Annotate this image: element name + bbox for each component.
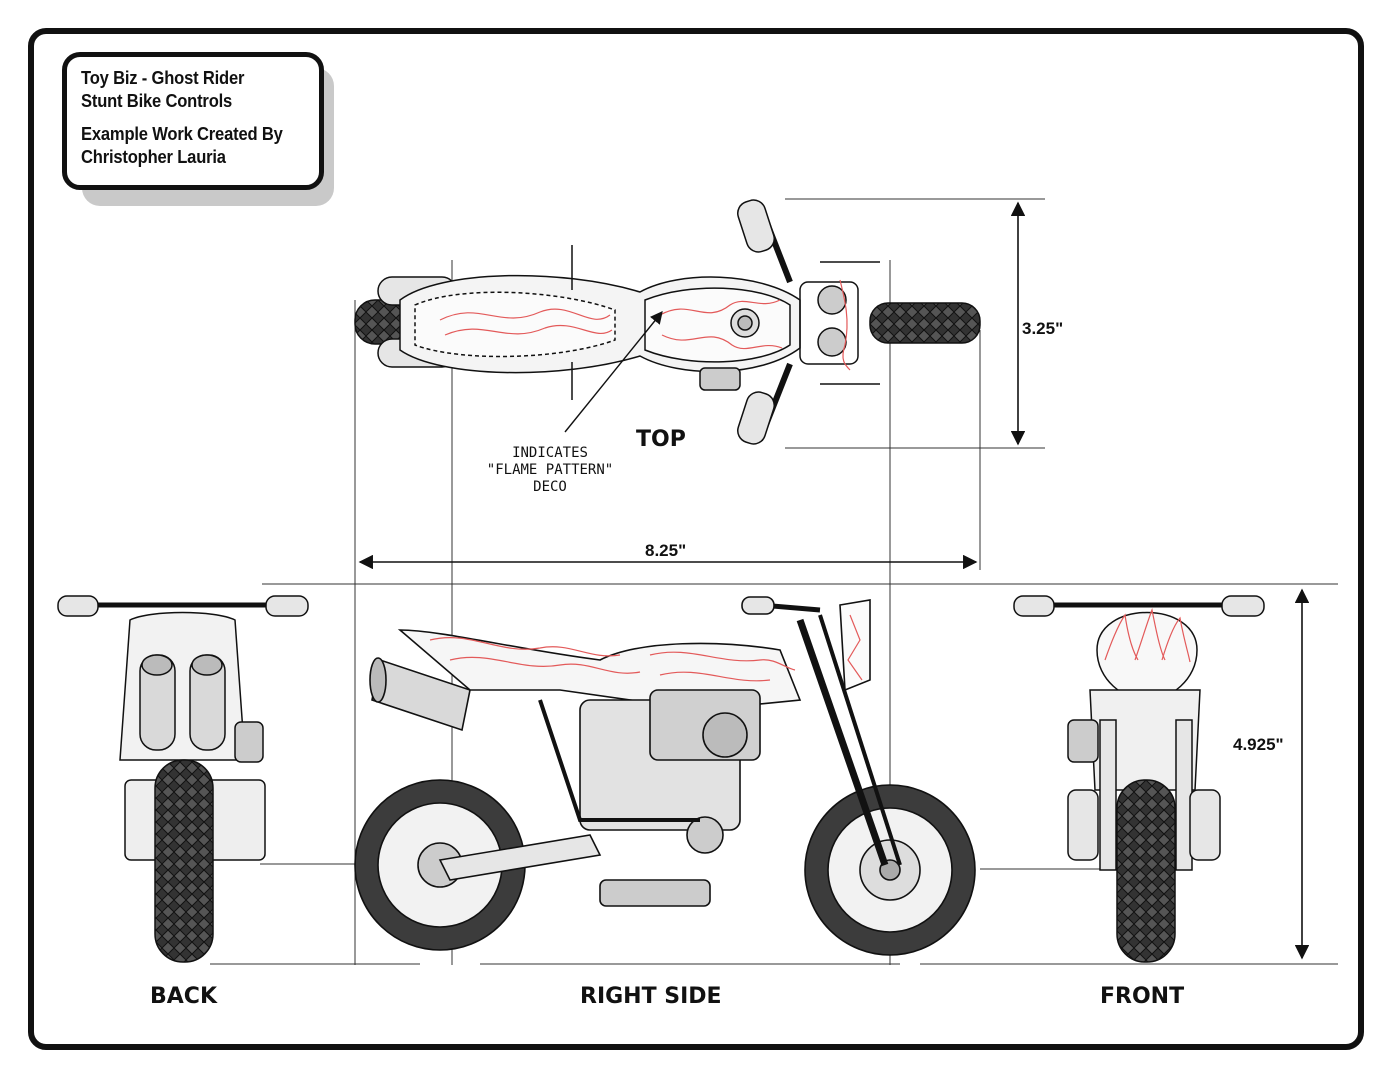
title-line-3: Example Work Created By (81, 124, 283, 144)
flame-deco-front (1104, 607, 1191, 663)
dimension-width-value: 3.25" (1022, 319, 1063, 338)
title-line-2: Stunt Bike Controls (81, 91, 233, 111)
bike-front-view (1013, 595, 1265, 963)
bike-top-view (354, 199, 981, 445)
title-line-4: Christopher Lauria (81, 147, 226, 167)
callout-line-1: INDICATES (512, 445, 588, 461)
dimension-length-value: 8.25" (645, 541, 686, 560)
flame-callout-leader (564, 311, 663, 433)
label-back: BACK (150, 984, 218, 1009)
label-top: TOP (636, 427, 686, 452)
label-right-side: RIGHT SIDE (580, 984, 722, 1009)
label-front: FRONT (1100, 984, 1184, 1009)
flame-deco-side (429, 614, 863, 682)
title-block: Toy Biz - Ghost Rider Stunt Bike Control… (62, 52, 324, 190)
callout-line-3: DECO (533, 479, 567, 495)
dimension-height-value: 4.925" (1233, 735, 1284, 754)
flame-deco-top (439, 279, 851, 371)
title-line-1: Toy Biz - Ghost Rider (81, 68, 245, 88)
bike-side-view (354, 596, 976, 956)
callout-line-2: "FLAME PATTERN" (487, 462, 613, 478)
bike-back-view (57, 595, 309, 963)
